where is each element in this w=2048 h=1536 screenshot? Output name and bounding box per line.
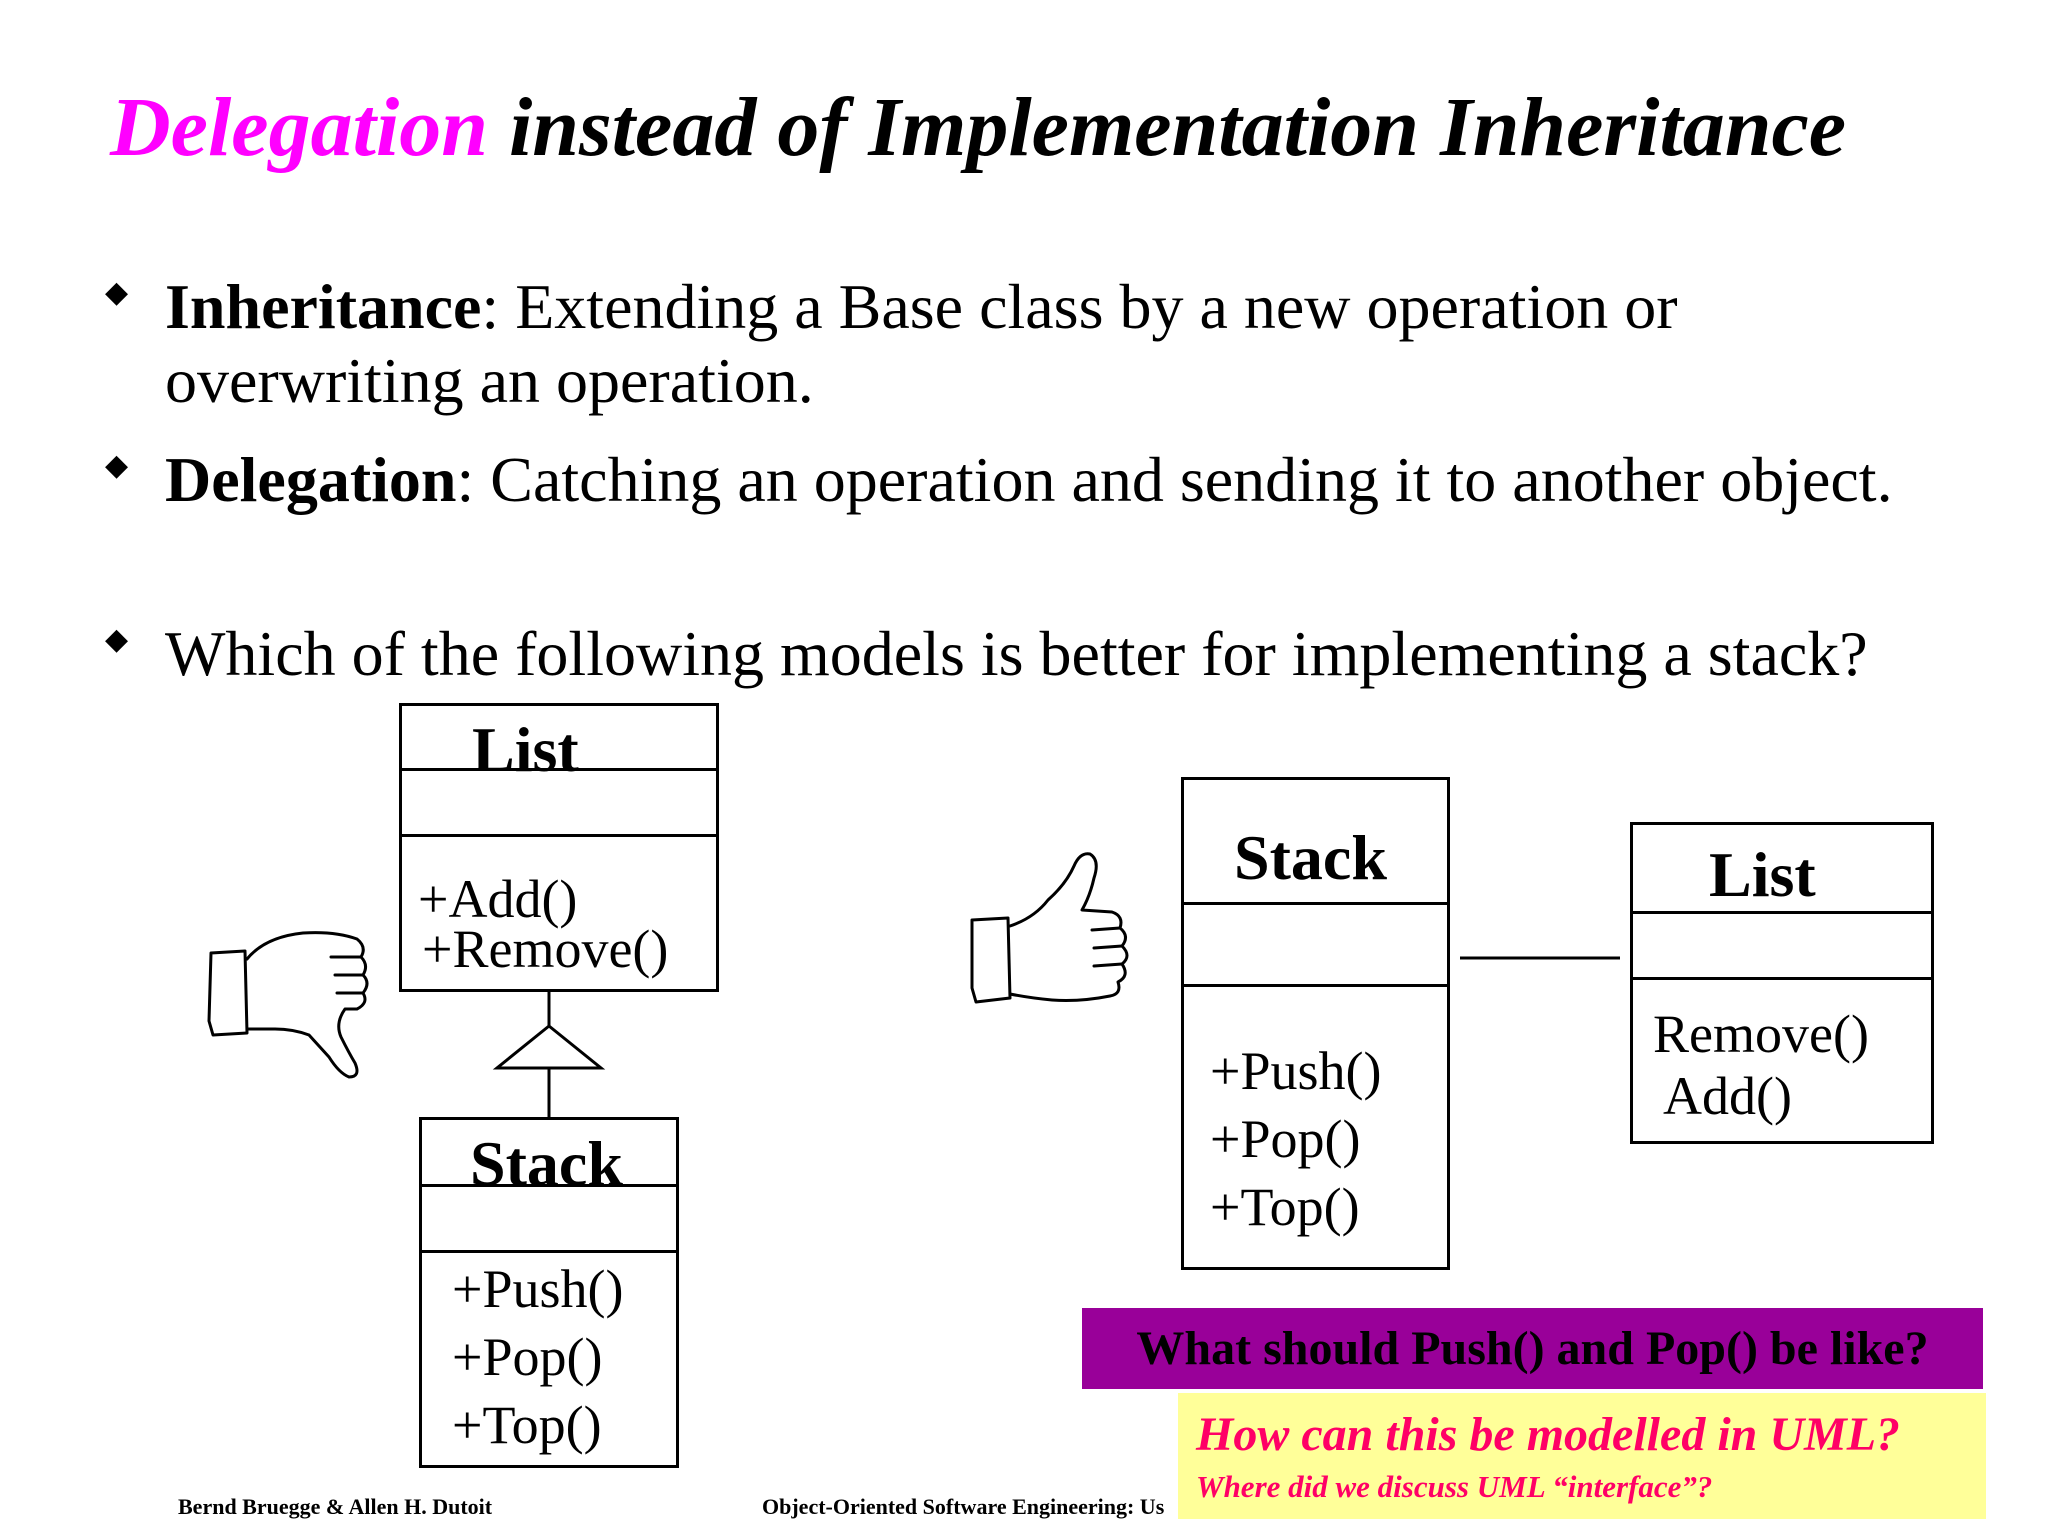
operation: +Top() bbox=[1210, 1177, 1360, 1237]
operation: Add() bbox=[1663, 1066, 1792, 1126]
operation: Remove() bbox=[1653, 1004, 1869, 1064]
footer-book: Object-Oriented Software Engineering: Us bbox=[762, 1494, 1165, 1519]
bullet-text: Which of the following models is better … bbox=[165, 618, 1868, 689]
operation: +Push() bbox=[1210, 1041, 1382, 1101]
operation: +Remove() bbox=[422, 919, 669, 979]
title-highlight: Delegation bbox=[110, 81, 488, 174]
operation: +Pop() bbox=[1210, 1109, 1361, 1169]
class-name: Stack bbox=[1234, 822, 1387, 893]
operation: +Push() bbox=[452, 1259, 624, 1319]
bullet-diamond-icon: ◆ bbox=[105, 276, 129, 309]
thumbs-down-icon bbox=[207, 931, 369, 1079]
bullet-diamond-icon: ◆ bbox=[105, 623, 129, 656]
callout-uml: How can this be modelled in UML? Where d… bbox=[1178, 1393, 1986, 1519]
bullet-term: Inheritance bbox=[165, 271, 482, 342]
bullet-diamond-icon: ◆ bbox=[105, 449, 129, 482]
left-list-class: List +Add() +Remove() bbox=[399, 703, 719, 992]
callout-uml-question: How can this be modelled in UML? bbox=[1196, 1408, 1901, 1461]
right-list-class: List Remove() Add() bbox=[1630, 822, 1934, 1144]
callout-push-pop: What should Push() and Pop() be like? bbox=[1082, 1308, 1983, 1389]
operation: +Top() bbox=[452, 1395, 602, 1455]
bullet-term: Delegation bbox=[165, 444, 457, 515]
title-rest: instead of Implementation Inheritance bbox=[508, 81, 1847, 174]
footer-authors: Bernd Bruegge & Allen H. Dutoit bbox=[178, 1494, 493, 1519]
right-stack-class: Stack +Push() +Pop() +Top() bbox=[1181, 777, 1450, 1270]
slide-title: Delegation instead of Implementation Inh… bbox=[110, 81, 1847, 174]
operation: +Pop() bbox=[452, 1327, 603, 1387]
callout-uml-interface: Where did we discuss UML “interface”? bbox=[1196, 1469, 1713, 1504]
bullet-text: : Extending a Base class by a new operat… bbox=[165, 271, 1678, 416]
thumbs-up-icon bbox=[970, 852, 1129, 1004]
bullet-text: : Catching an operation and sending it t… bbox=[456, 444, 1893, 515]
left-stack-class: Stack +Push() +Pop() +Top() bbox=[419, 1117, 679, 1468]
class-name: List bbox=[1709, 839, 1816, 910]
operation: +Add() bbox=[418, 869, 578, 929]
